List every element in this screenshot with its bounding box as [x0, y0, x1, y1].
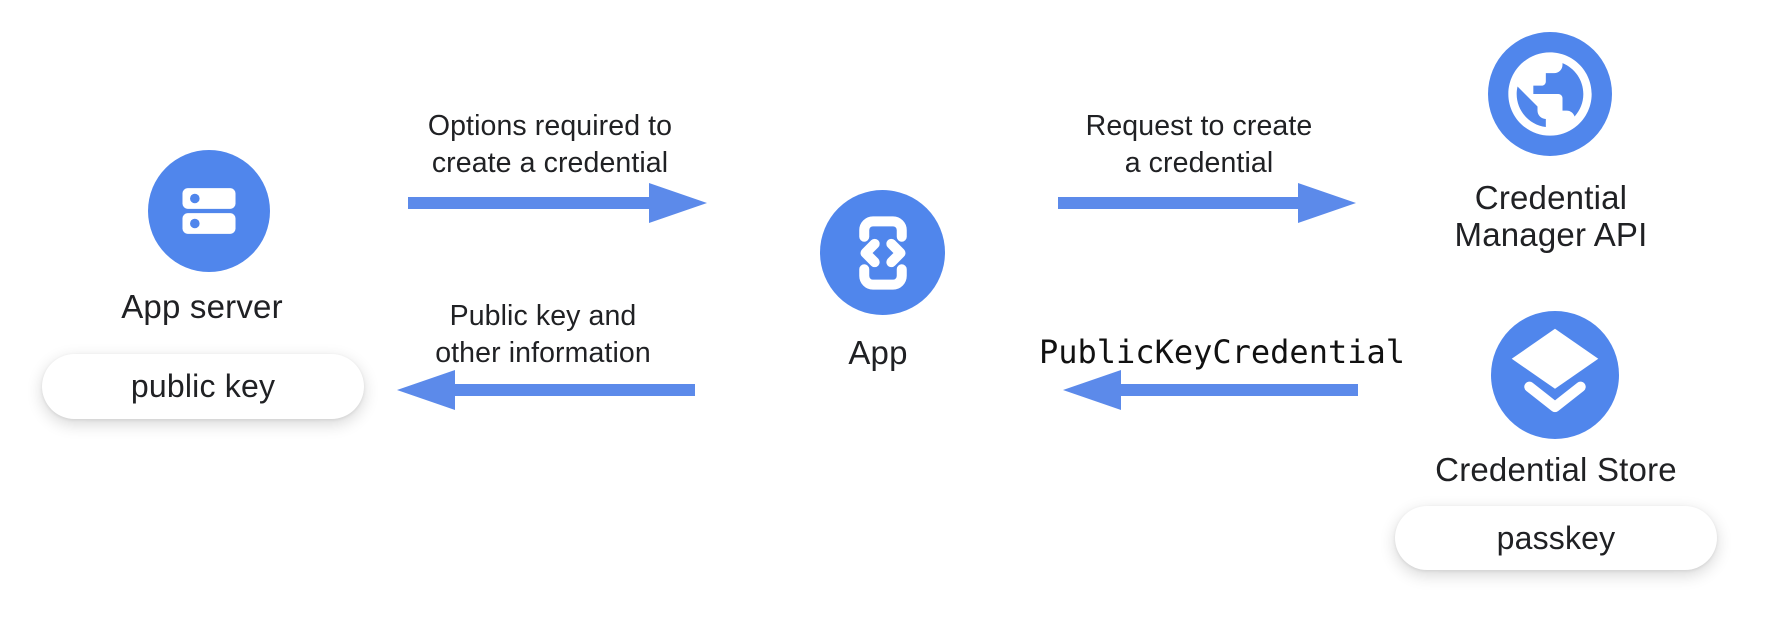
request-arrow-label: Request to create a credential	[1085, 110, 1313, 179]
public-key-credential-arrow-left-icon	[1063, 370, 1358, 410]
app-server-label: App server	[121, 288, 283, 325]
credential-store-circle	[1491, 311, 1619, 439]
passkey-pill-label: passkey	[1496, 519, 1616, 556]
app-server-circle	[148, 150, 270, 272]
app-circle	[820, 190, 945, 315]
arrow-head	[397, 370, 455, 410]
public-key-pill: public key	[42, 354, 364, 419]
arrow-head	[649, 183, 707, 223]
credential-store-label: Credential Store	[1435, 451, 1677, 488]
arrow-shaft	[455, 384, 695, 396]
app-label: App	[848, 334, 908, 371]
code-phone-icon	[833, 203, 933, 303]
credential-manager-api-circle	[1488, 32, 1612, 156]
arrow-head	[1063, 370, 1121, 410]
credential-manager-api-label: Credential Manager API	[1454, 179, 1648, 253]
arrow-shaft	[1121, 384, 1358, 396]
globe-icon	[1500, 44, 1600, 144]
options-arrow-label: Options required to create a credential	[427, 110, 673, 179]
public-key-pill-label: public key	[130, 368, 276, 404]
public-key-info-arrow-left-icon	[397, 370, 695, 410]
arrow-shaft	[1058, 197, 1298, 209]
arrow-head	[1298, 183, 1356, 223]
options-arrow-right-icon	[408, 183, 707, 223]
arrow-shaft	[408, 197, 649, 209]
public-key-info-arrow-label: Public key and other information	[435, 300, 651, 369]
layers-icon	[1496, 316, 1614, 434]
public-key-credential-arrow-label: PublicKeyCredential	[1038, 333, 1406, 371]
passkey-pill: passkey	[1395, 506, 1717, 570]
server-icon	[172, 174, 246, 248]
request-arrow-right-icon	[1058, 183, 1356, 223]
